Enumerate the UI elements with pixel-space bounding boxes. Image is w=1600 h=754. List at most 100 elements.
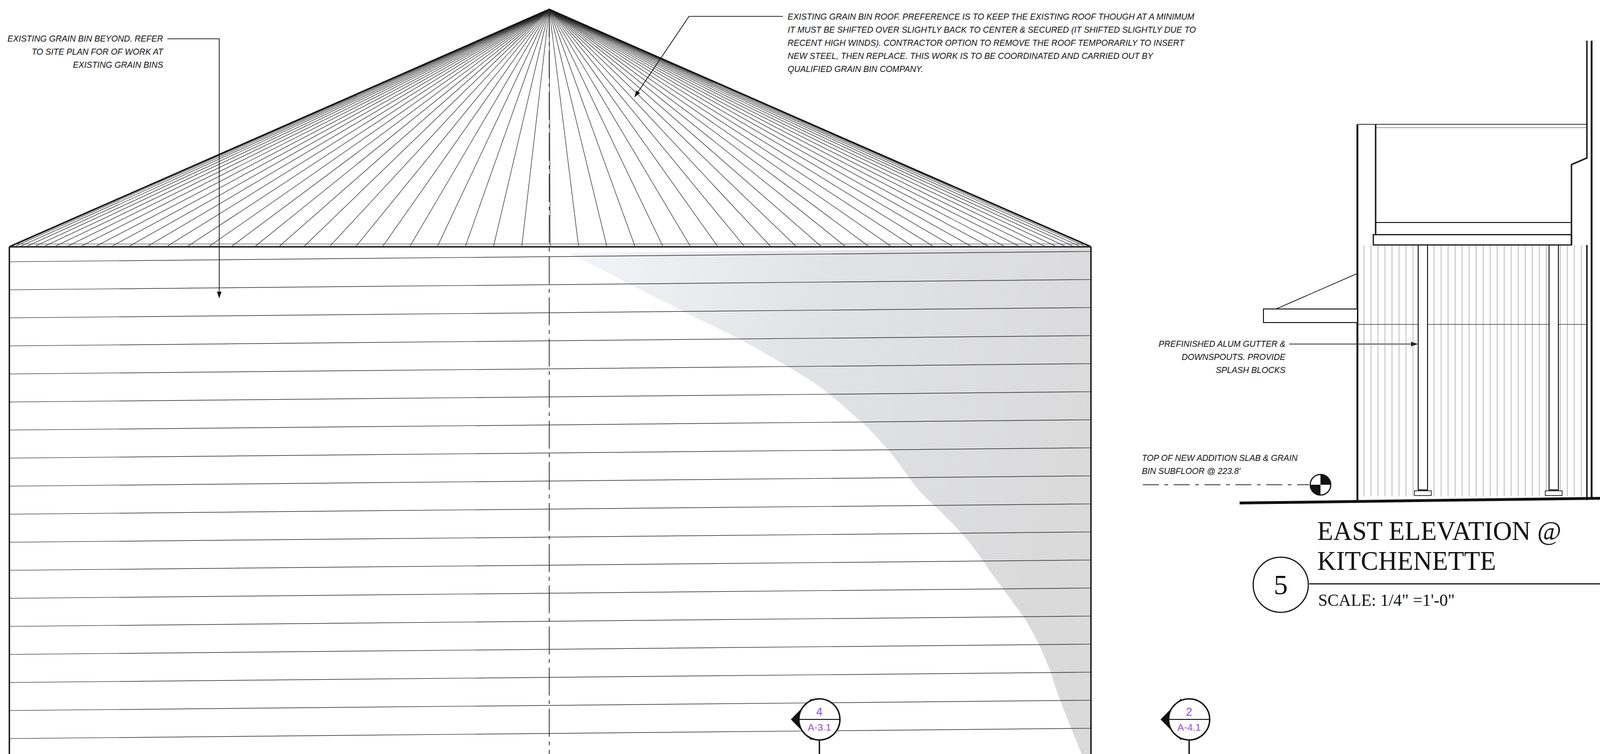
roof-rib <box>549 9 821 246</box>
roof-rib <box>549 9 663 246</box>
siding-board <box>1399 244 1400 497</box>
roof-rib <box>549 9 771 246</box>
roof-rib <box>383 9 550 246</box>
roof-rib <box>549 9 745 246</box>
callout-note: PREFINISHED ALUM GUTTER & DOWNSPOUTS. PR… <box>1154 337 1286 377</box>
board-siding <box>1363 244 1582 497</box>
roof-rib <box>167 9 550 246</box>
corrugation-line <box>9 391 1091 402</box>
section-marker: 2A-4.1 <box>1167 697 1211 741</box>
corrugation-line <box>9 503 1091 515</box>
roof-rib <box>188 9 550 246</box>
roof-rib <box>129 9 550 246</box>
bin-shading <box>566 247 1091 754</box>
siding-board <box>1455 244 1456 497</box>
datum-symbol <box>1310 474 1331 496</box>
roof-rib <box>304 9 550 246</box>
roof-rib <box>493 9 550 246</box>
siding-board <box>1546 244 1547 497</box>
sheet-number: A-4.1 <box>1167 721 1211 734</box>
roof-rib <box>521 9 550 246</box>
roof-rib <box>45 9 550 246</box>
drawing-number-circle: 5 <box>1252 556 1310 614</box>
leader-line <box>1289 343 1418 345</box>
circle-outline <box>798 698 840 740</box>
siding-board <box>1434 244 1435 497</box>
marker-divider <box>799 718 840 720</box>
wall-edge <box>1571 40 1587 245</box>
corrugation-line <box>9 700 1091 711</box>
siding-board <box>1441 244 1442 497</box>
callout-note: EXISTING GRAIN BIN ROOF. PREFERENCE IS T… <box>787 10 1199 76</box>
roof-rib <box>465 9 550 246</box>
corrugation-line <box>9 447 1091 459</box>
bin-wall-right <box>1090 246 1092 754</box>
roof-rib <box>437 9 550 246</box>
siding-board <box>1567 244 1568 497</box>
siding-board <box>1525 244 1526 497</box>
siding-board <box>1448 244 1449 497</box>
corrugation-line <box>9 672 1091 683</box>
bin-eave <box>9 246 1091 248</box>
sheet-number: A-3.1 <box>797 721 841 734</box>
beam <box>1373 234 1572 245</box>
roof-rib <box>549 9 718 246</box>
roof-rib <box>549 9 607 246</box>
roof-rib <box>148 9 550 246</box>
roof-rib <box>255 9 550 246</box>
siding-board <box>1497 244 1498 497</box>
corrugation-line <box>9 588 1091 599</box>
wall-edge <box>1590 40 1593 500</box>
siding-board <box>1539 244 1540 497</box>
siding-board <box>1413 244 1414 497</box>
section-number: 2 <box>1167 705 1211 718</box>
siding-board <box>1476 244 1477 497</box>
parapet-top <box>1357 123 1587 125</box>
roof-rib <box>81 9 550 246</box>
roof-rib <box>209 9 550 246</box>
siding-board <box>1504 244 1505 497</box>
bin-wall-left <box>8 246 11 754</box>
corrugation-line <box>9 616 1091 627</box>
siding-board <box>1532 244 1533 497</box>
section-tail <box>818 738 821 754</box>
corrugation-line <box>9 279 1091 290</box>
wall-edge <box>1586 244 1588 501</box>
siding-board <box>1406 244 1407 497</box>
wall-edge <box>1375 124 1377 235</box>
leader-line <box>634 16 783 97</box>
ground-line <box>1239 498 1600 503</box>
bin-corrugation <box>9 251 1091 739</box>
siding-board <box>1469 244 1470 497</box>
siding-board <box>1560 244 1561 497</box>
canopy-brace <box>1276 273 1358 309</box>
roof-rib <box>56 9 550 246</box>
corrugation-line <box>9 307 1091 318</box>
roof-rib <box>549 9 579 246</box>
marker-divider <box>1169 718 1210 720</box>
corrugation-line <box>9 728 1091 739</box>
bin-eave-edge <box>14 243 1087 244</box>
roof-rib <box>112 9 550 246</box>
roof-rib <box>330 9 550 246</box>
corrugation-line <box>9 419 1091 431</box>
post <box>1549 244 1559 490</box>
section-tail <box>1188 738 1191 754</box>
node-outline <box>797 697 841 741</box>
roof-rib <box>356 9 550 246</box>
section-number: 4 <box>797 705 841 718</box>
datum-symbol <box>1310 474 1331 496</box>
canopy <box>1263 308 1358 323</box>
drawing-number: 5 <box>1252 569 1310 601</box>
siding-board <box>1511 244 1512 497</box>
node-outline <box>1167 697 1211 741</box>
scale-note: SCALE: 1/4" =1'-0" <box>1318 589 1594 611</box>
footing <box>1414 490 1432 496</box>
datum-line <box>1142 484 1309 486</box>
corrugation-line <box>9 363 1091 374</box>
roof-rib <box>68 9 550 246</box>
corrugation-line <box>9 475 1091 487</box>
callout-note: EXISTING GRAIN BIN BEYOND. REFER TO SITE… <box>1 32 164 72</box>
roof-rib <box>549 9 796 246</box>
